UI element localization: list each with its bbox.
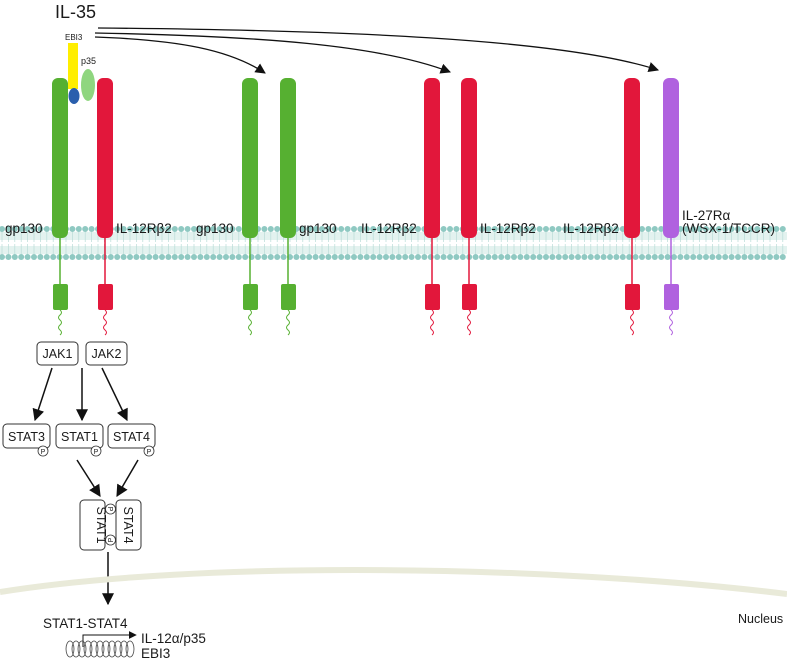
label-il27ra-alias: (WSX-1/TCCR) xyxy=(682,221,775,236)
receptor-gp130-3 xyxy=(280,78,296,336)
dimer-phospho-1-label: P xyxy=(106,507,113,512)
stat1-stat4-dimer: STAT1 STAT4 P P xyxy=(79,499,142,551)
receptor-gp130-1 xyxy=(52,78,68,336)
nuclear-envelope xyxy=(0,567,787,597)
jak2-label: JAK2 xyxy=(92,347,122,361)
membrane-heads-bottom xyxy=(0,254,786,260)
p35-subunit xyxy=(81,69,95,101)
binding-arrows xyxy=(94,27,659,74)
transcription-start-arrow xyxy=(82,631,137,647)
jak1-box: JAK1 xyxy=(36,341,79,366)
nucleus-label: Nucleus xyxy=(738,612,783,626)
label-gp130-2: gp130 xyxy=(196,221,234,236)
dimer-phospho-1 xyxy=(105,503,116,515)
jak1-label: JAK1 xyxy=(43,347,73,361)
receptor-il12rb2-2 xyxy=(424,78,440,336)
receptor-gp130-2 xyxy=(242,78,258,336)
blue-subunit xyxy=(68,88,80,104)
label-il12rb2-1: IL-12Rβ2 xyxy=(116,221,172,236)
target-gene-ebi3: EBI3 xyxy=(141,646,170,661)
ebi3-subunit xyxy=(68,43,78,89)
target-gene-il12a: IL-12α/p35 xyxy=(141,631,206,646)
jak2-box: JAK2 xyxy=(85,341,128,366)
label-gp130-3: gp130 xyxy=(299,221,337,236)
stat3-phospho xyxy=(37,445,49,457)
receptor-il12rb2-3 xyxy=(461,78,477,336)
label-il12rb2-2: IL-12Rβ2 xyxy=(361,221,417,236)
stat1-phospho-label: P xyxy=(94,449,99,456)
dimer-phospho-2-label: P xyxy=(108,537,115,542)
arrow-to-gp130-homodimer xyxy=(94,36,266,74)
stat4-phospho xyxy=(143,445,155,457)
p35-label: p35 xyxy=(81,56,96,66)
stat1-label: STAT1 xyxy=(61,430,98,444)
stat1-box: STAT1 P xyxy=(55,423,104,457)
label-il12rb2-3: IL-12Rβ2 xyxy=(480,221,536,236)
label-il27ra: IL-27Rα xyxy=(682,208,731,223)
dimer-stat4-label: STAT4 xyxy=(121,506,135,543)
receptor-il27ra xyxy=(663,78,679,336)
arrow-to-il12rb2-homodimer xyxy=(94,32,451,74)
stat-dimer-arrows xyxy=(76,459,139,498)
stat3-label: STAT3 xyxy=(8,430,45,444)
jak-stat-arrows xyxy=(32,367,128,422)
stat3-phospho-label: P xyxy=(41,449,46,456)
label-gp130-1: gp130 xyxy=(5,221,43,236)
receptor-il12rb2-4 xyxy=(624,78,640,336)
ebi3-label: EBI3 xyxy=(65,33,83,42)
arrow-to-il12rb2-il27ra xyxy=(97,27,659,73)
stat1-stat4-factor-label: STAT1-STAT4 xyxy=(43,616,128,631)
membrane-tails xyxy=(1,232,784,254)
stat4-label: STAT4 xyxy=(113,430,150,444)
label-il12rb2-4: IL-12Rβ2 xyxy=(563,221,619,236)
dna-helix xyxy=(65,640,135,658)
receptor-il12rb2-1 xyxy=(97,78,113,336)
stat4-box: STAT4 P xyxy=(107,423,156,457)
stat1-phospho xyxy=(90,445,102,457)
il35-title: IL-35 xyxy=(55,2,96,22)
stat3-box: STAT3 P xyxy=(2,423,51,457)
stat4-phospho-label: P xyxy=(147,449,152,456)
dimer-phospho-2 xyxy=(105,534,116,546)
dimer-stat1-label: STAT1 xyxy=(94,506,108,543)
